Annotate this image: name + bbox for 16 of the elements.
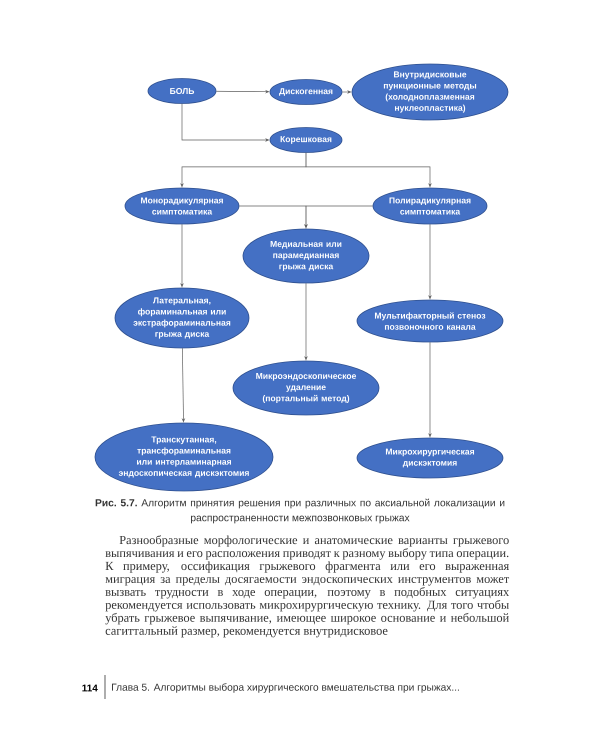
ellipse-node: Полирадикулярная симптоматика [372, 188, 488, 224]
ellipse-node: Микрохирургическая дискэктомия [356, 438, 504, 478]
body-text: Разнообразные морфологические и анатомические варианты грыжевого выпячивания и его расположения приводят к разному выбору типа операции. К примеру, оссификация грыжевого фрагмента или его выраженная миграция за пределы досягаемости эндоскопических инструментов может вызвать трудности в ходе операции, поэтому в подобных ситуациях рекомендуется использовать микрохирургическую технику. Для того чтобы убрать грыжевое выпячивание, имеющее широкое основание и небольшой сагиттальный размер, рекомендуется внутридисковое [105, 535, 510, 638]
ellipse-node: Медиальная или парамедианная грыжа диска [242, 228, 370, 284]
page-number: 114 [82, 684, 98, 692]
ellipse-node: Дискогенная [270, 79, 342, 105]
ellipse-node: БОЛЬ [148, 78, 216, 104]
ellipse-node: Внутридисковые пункционные методы (холодноплазменная нуклеопластика) [352, 64, 508, 120]
ellipse-node: Транскутанная, трансфораминальная или интерламинарная эндоскопическая дискэктомия [94, 422, 274, 492]
ellipse-node: Мультифакторный стеноз позвоночного канала [356, 300, 504, 342]
ellipse-node: Латеральная, фораминальная или экстрафораминальная грыжа диска [114, 288, 250, 348]
ellipse-node: Корешковая [270, 127, 342, 153]
caption: Рис. 5.7. Алгоритм принятия решения при различных по аксиальной локализации и распространенности межпозвонковых грыжах [96, 498, 504, 524]
running-footer: Глава 5. Алгоритмы выбора хирургического вмешательства при грыжах... [112, 683, 459, 693]
ellipse-node: Микроэндоскопическое удаление (портальный метод) [232, 360, 380, 416]
ellipse-node: Монорадикулярная симптоматика [124, 188, 240, 224]
